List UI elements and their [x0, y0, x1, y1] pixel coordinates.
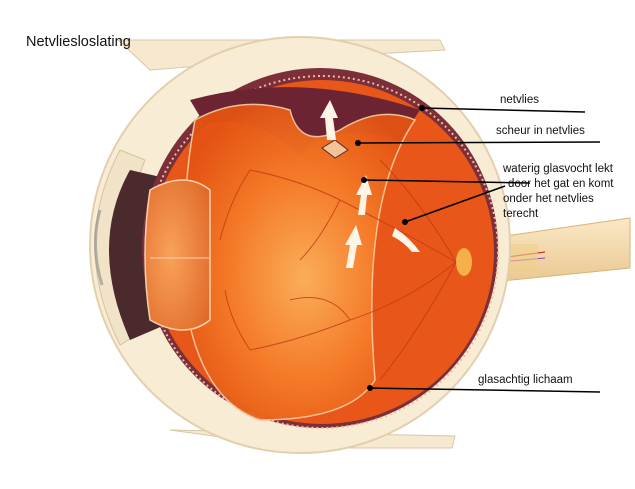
lens	[145, 180, 210, 330]
label-retina: netvlies	[500, 94, 539, 107]
label-fluid-2: door het gat en komt	[508, 178, 613, 191]
label-tear: scheur in netvlies	[496, 125, 585, 138]
optic-disc	[456, 248, 472, 276]
label-fluid-4: terecht	[503, 208, 538, 221]
diagram-title: Netvliesloslating	[26, 34, 131, 50]
label-fluid-3: onder het netvlies	[503, 193, 594, 206]
label-fluid-1: waterig glasvocht lekt	[503, 163, 613, 176]
label-vitreous: glasachtig lichaam	[478, 374, 573, 387]
